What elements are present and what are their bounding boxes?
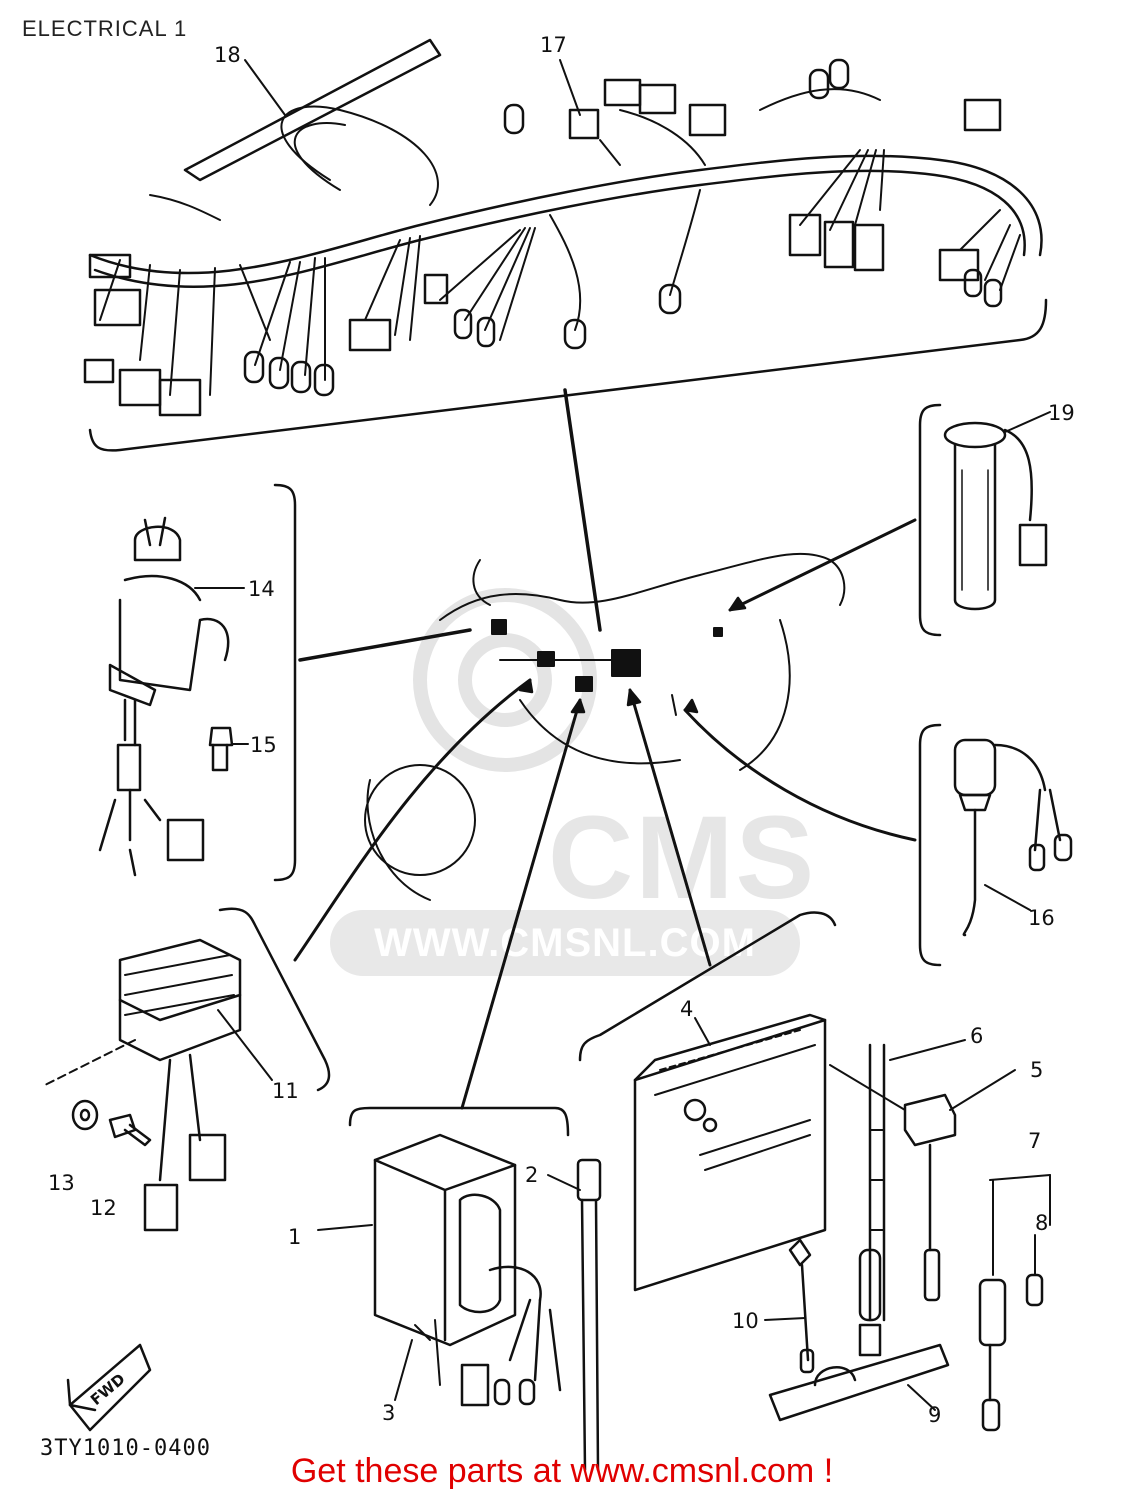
lead-part-10 (788, 1238, 815, 1374)
callout-10: 10 (732, 1309, 759, 1333)
callout-11: 11 (272, 1079, 299, 1103)
callout-5: 5 (1030, 1058, 1043, 1082)
callout-13: 13 (48, 1171, 75, 1195)
connector-part-17 (568, 108, 600, 140)
rectifier-part-11 (118, 938, 242, 1232)
callout-9: 9 (928, 1403, 941, 1427)
leader-battery (628, 688, 712, 967)
callout-7: 7 (1028, 1129, 1041, 1153)
callout-19: 19 (1048, 401, 1075, 425)
breather-pipe-part-6 (868, 1043, 886, 1322)
bolt-part-15 (208, 726, 234, 772)
wire-harness (83, 38, 1048, 632)
callout-17: 17 (540, 33, 567, 57)
callout-6: 6 (970, 1024, 983, 1048)
callout-1: 1 (288, 1225, 301, 1249)
leader-19 (728, 518, 917, 612)
bracket-11 (218, 907, 331, 1092)
callout-8: 8 (1035, 1211, 1048, 1235)
bolt-part-12 (108, 1113, 152, 1147)
bracket-left-14 (273, 483, 297, 882)
bracket-battery (578, 911, 837, 1062)
callout-15: 15 (250, 733, 277, 757)
cap-part-5 (903, 1093, 957, 1302)
strap-part-18 (183, 38, 442, 182)
fuse-part-7 (978, 1174, 1051, 1432)
fwd-arrow-icon: FWD (66, 1343, 152, 1432)
leader-14 (298, 628, 472, 662)
harness-bracket (88, 298, 1048, 452)
callout-14: 14 (248, 577, 275, 601)
pipe-detail (858, 1248, 882, 1357)
callout-3: 3 (382, 1401, 395, 1425)
switch-part-16 (953, 738, 1073, 937)
fwd-label: FWD (87, 1370, 129, 1409)
page-title: ELECTRICAL 1 (22, 16, 188, 41)
leader-16 (683, 708, 917, 842)
band-part-9 (768, 1343, 950, 1422)
bracket-cdi (348, 1106, 570, 1137)
leader-cdi (460, 698, 582, 1110)
grip-part-19 (943, 421, 1048, 611)
callout-16: 16 (1028, 906, 1055, 930)
watermark-url: WWW.CMSNL.COM (374, 921, 756, 965)
bracket-3 (414, 1319, 441, 1386)
washer-part-13 (71, 1099, 99, 1131)
callouts (194, 59, 1051, 1411)
watermark-brand: CMS (548, 792, 817, 924)
callout-18: 18 (214, 43, 241, 67)
bracket-right-16 (918, 723, 942, 967)
leader-11 (293, 678, 532, 962)
promo-link[interactable]: Get these parts at www.cmsnl.com ! (290, 1452, 834, 1490)
callout-2: 2 (525, 1163, 538, 1187)
motorcycle-outline (364, 552, 846, 901)
watermark-url-badge: WWW.CMSNL.COM (330, 910, 800, 976)
bracket-right-19 (918, 403, 942, 637)
band-part-2 (576, 1158, 602, 1472)
main-switch-part-14 (98, 516, 230, 877)
diagram-code: 3TY1010-0400 (40, 1436, 211, 1461)
cdi-part-1 (373, 1133, 562, 1407)
fuse-part-8 (1025, 1234, 1044, 1307)
callout-12: 12 (90, 1196, 117, 1220)
battery-part-4 (633, 1013, 827, 1292)
callout-4: 4 (680, 997, 693, 1021)
